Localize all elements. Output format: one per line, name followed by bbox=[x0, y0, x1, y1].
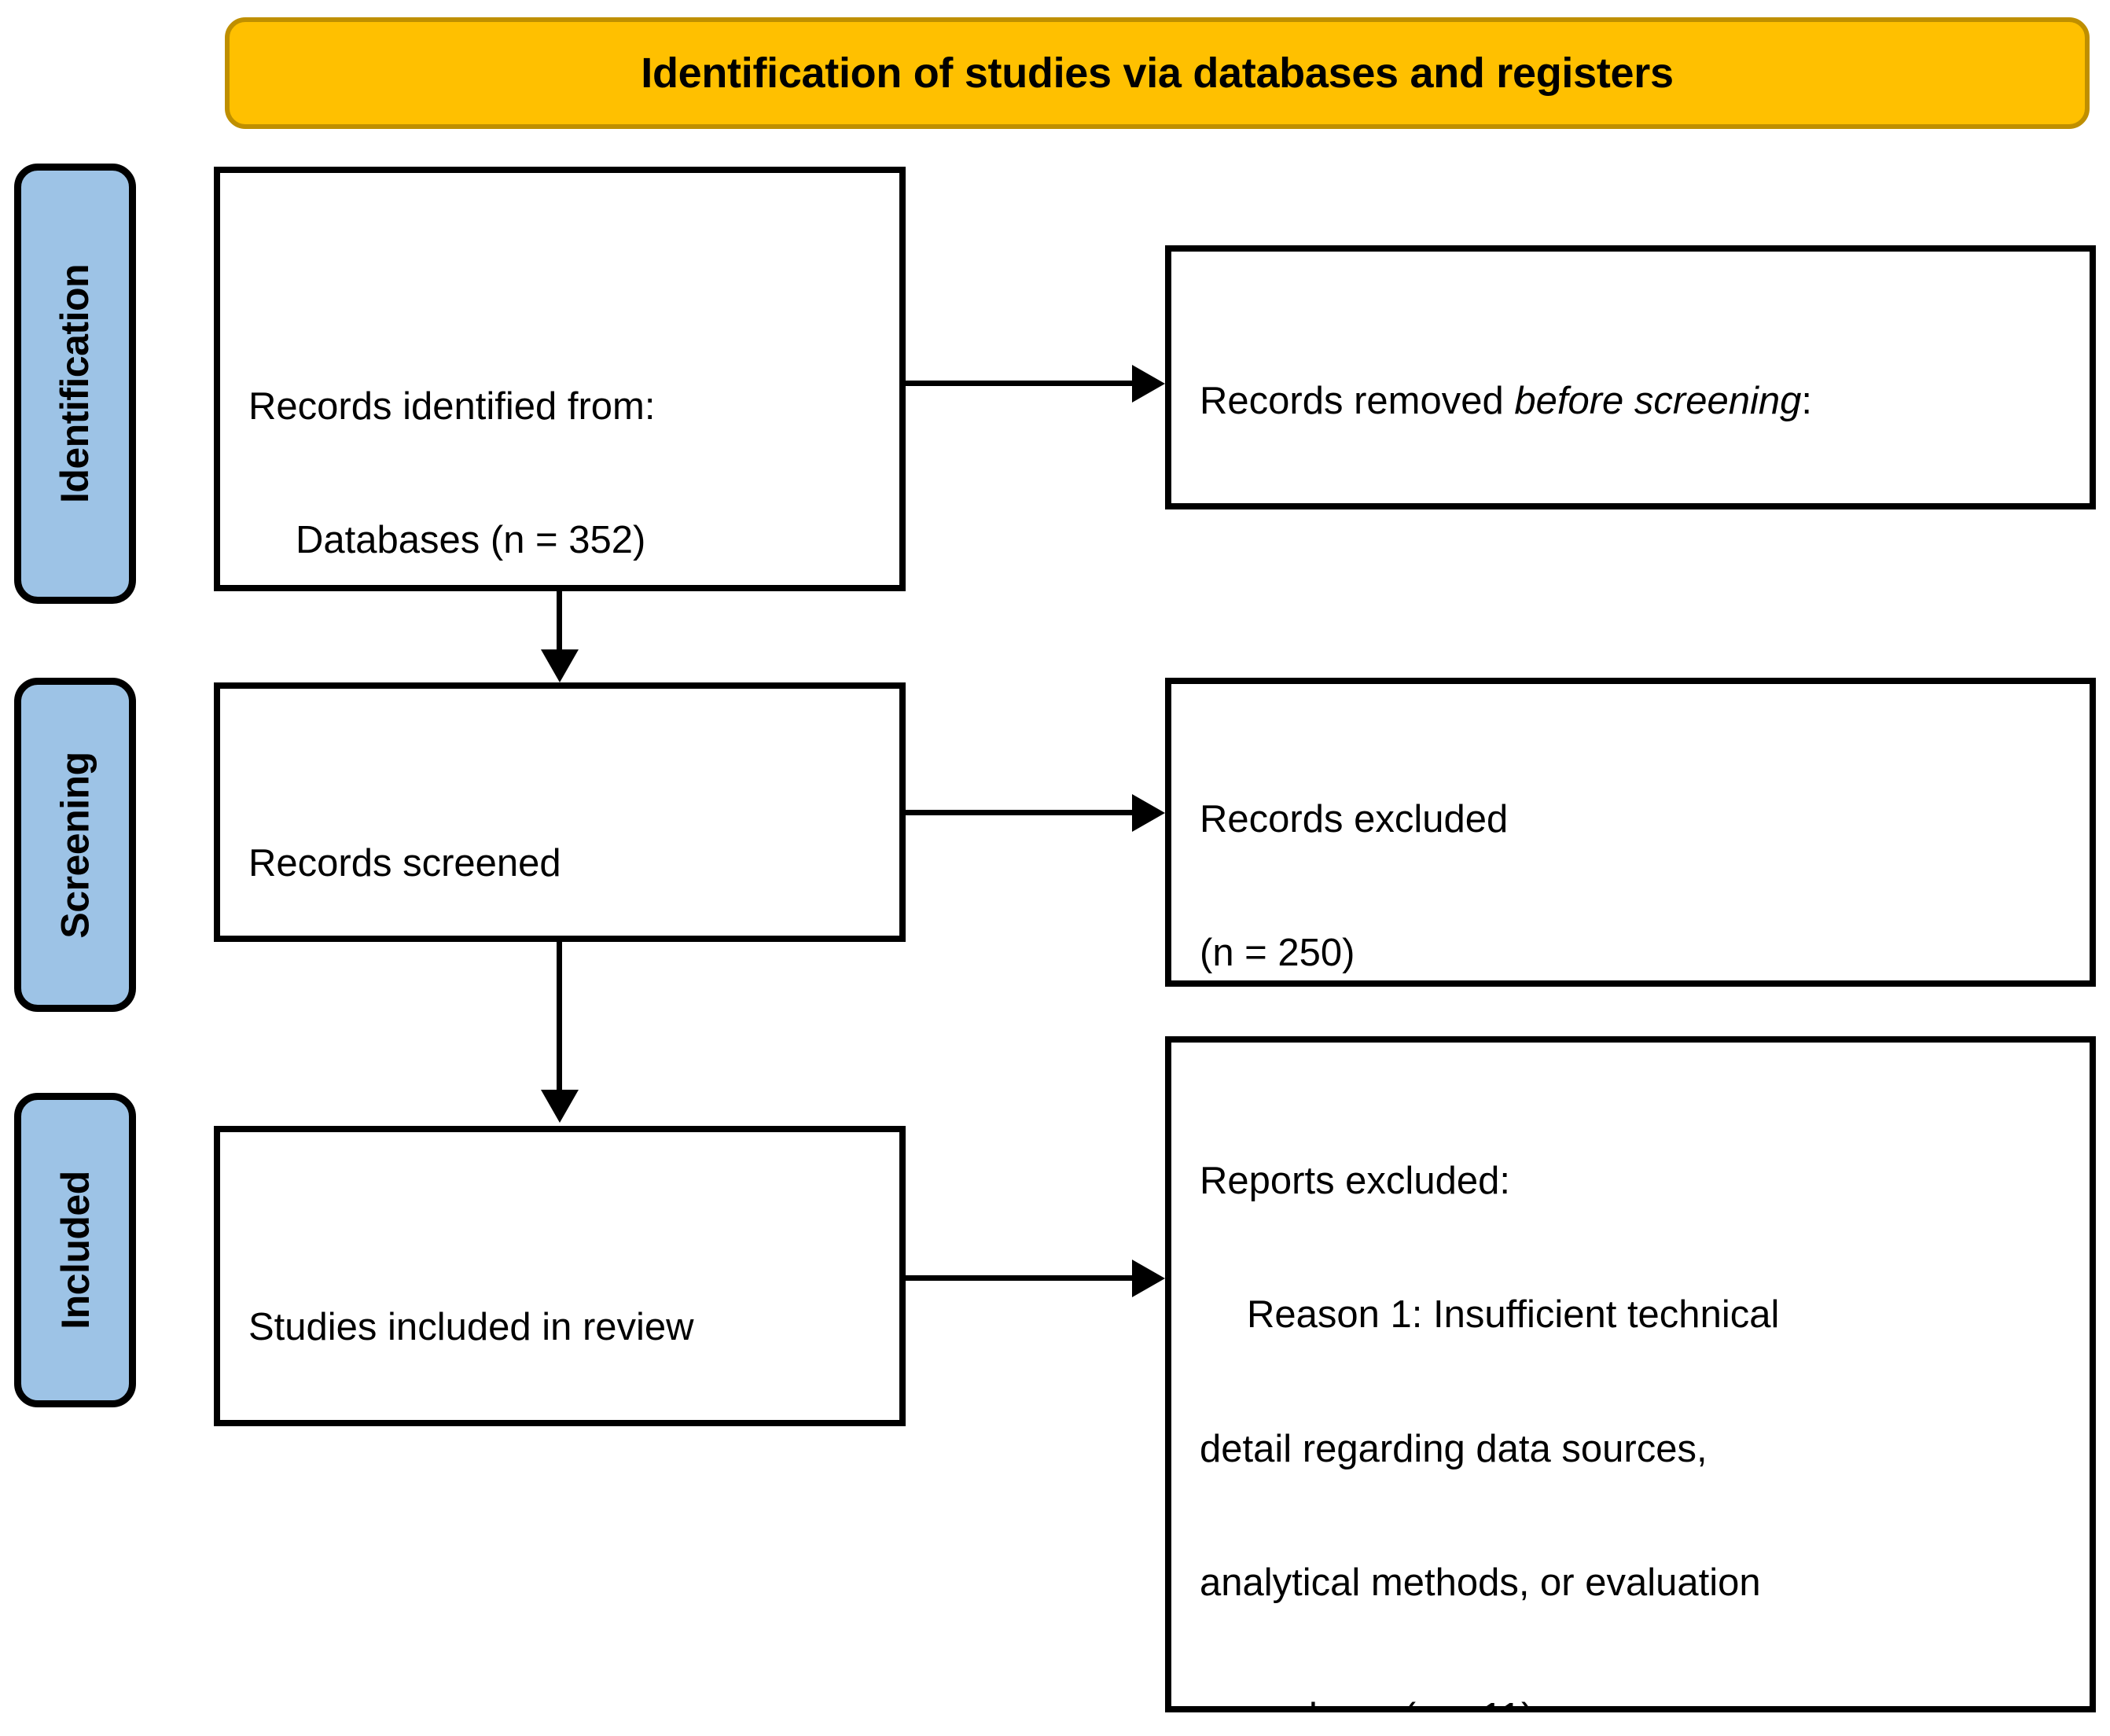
studies-included-line-1: Studies included in review bbox=[248, 1305, 694, 1348]
arrow-identified-to-screened-line bbox=[557, 591, 562, 651]
arrow-included-to-reports-excluded-head-icon bbox=[1132, 1260, 1165, 1297]
records-identified-line-2: Databases (n = 352) bbox=[248, 518, 891, 563]
arrow-identified-to-removed-head-icon bbox=[1132, 365, 1165, 403]
arrow-identified-to-removed-line bbox=[906, 381, 1134, 386]
box-records-identified-text: Records identified from: Databases (n = … bbox=[248, 295, 891, 585]
arrow-screened-to-included-line bbox=[557, 942, 562, 1091]
arrow-screened-to-excluded-head-icon bbox=[1132, 794, 1165, 832]
records-excluded-line-1: Records excluded bbox=[1200, 797, 1509, 840]
diagram-banner: Identification of studies via databases … bbox=[225, 17, 2090, 129]
arrow-screened-to-included-head-icon bbox=[541, 1090, 579, 1123]
stage-label-identification-text: Identification bbox=[53, 263, 97, 504]
reports-excluded-line-3: detail regarding data sources, bbox=[1200, 1427, 1707, 1470]
stage-label-identification: Identification bbox=[14, 164, 136, 604]
records-removed-line-1: Records removed before screening: bbox=[1200, 379, 2082, 424]
arrow-identified-to-screened-head-icon bbox=[541, 649, 579, 682]
records-identified-databases: Databases (n = 352) bbox=[296, 519, 646, 562]
box-records-excluded: Records excluded (n = 250) Reason: Not f… bbox=[1165, 678, 2096, 987]
records-screened-line-1: Records screened bbox=[248, 841, 561, 885]
stage-label-screening-text: Screening bbox=[53, 751, 97, 939]
reports-excluded-line-5: procedures (n = 11) bbox=[1200, 1695, 2082, 1706]
reports-excluded-line-4: analytical methods, or evaluation bbox=[1200, 1561, 1761, 1605]
box-studies-included: Studies included in review (n = 75) bbox=[214, 1126, 906, 1426]
box-reports-excluded-text: Reports excluded: Reason 1: Insufficient… bbox=[1200, 1069, 2082, 1706]
records-excluded-line-2: (n = 250) bbox=[1200, 932, 1355, 975]
box-records-removed-text: Records removed before screening: Duplic… bbox=[1200, 289, 2082, 503]
box-records-removed: Records removed before screening: Duplic… bbox=[1165, 245, 2096, 509]
records-identified-line-1: Records identified from: bbox=[248, 384, 656, 428]
banner-title: Identification of studies via databases … bbox=[641, 50, 1674, 97]
reports-excluded-reason-1: Reason 1: Insufficient technical bbox=[1247, 1293, 1780, 1337]
arrow-screened-to-excluded-line bbox=[906, 810, 1134, 815]
stage-label-included: Included bbox=[14, 1093, 136, 1407]
reports-excluded-line-1: Reports excluded: bbox=[1200, 1159, 1510, 1202]
box-studies-included-text: Studies included in review (n = 75) bbox=[248, 1216, 891, 1420]
records-removed-suffix: : bbox=[1801, 379, 1812, 422]
records-removed-prefix: Records removed bbox=[1200, 379, 1515, 422]
box-records-screened: Records screened (n = 360) bbox=[214, 682, 906, 942]
reports-excluded-line-2: Reason 1: Insufficient technical bbox=[1200, 1293, 2082, 1337]
box-records-identified: Records identified from: Databases (n = … bbox=[214, 167, 906, 591]
stage-label-included-text: Included bbox=[53, 1171, 97, 1330]
arrow-included-to-reports-excluded-line bbox=[906, 1275, 1134, 1281]
box-reports-excluded: Reports excluded: Reason 1: Insufficient… bbox=[1165, 1036, 2096, 1712]
records-removed-emphasis: before screening bbox=[1514, 379, 1802, 422]
box-records-screened-text: Records screened (n = 360) bbox=[248, 752, 891, 936]
stage-label-screening: Screening bbox=[14, 678, 136, 1012]
box-records-excluded-text: Records excluded (n = 250) Reason: Not f… bbox=[1200, 708, 2082, 980]
